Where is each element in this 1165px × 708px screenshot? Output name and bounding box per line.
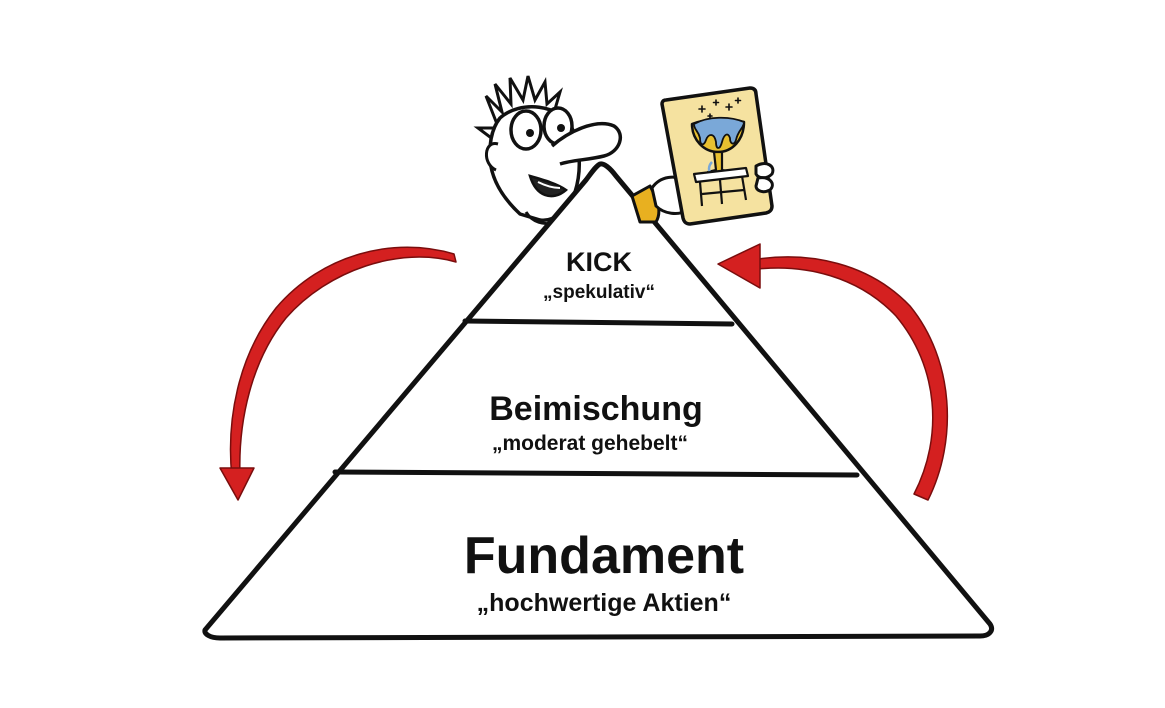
- tier-base-title: Fundament: [464, 527, 744, 585]
- curved-arrow-up-icon: [717, 243, 949, 501]
- tier-top-subtitle: „spekulativ“: [543, 282, 655, 303]
- pyramid: [202, 161, 995, 641]
- hair: [473, 75, 563, 142]
- pyramid-divider-upper: [462, 318, 735, 327]
- chalice-liquid: [693, 116, 745, 149]
- right-arrow-head: [717, 243, 761, 289]
- nose: [550, 121, 623, 166]
- cartoon-man-icon: [473, 75, 623, 226]
- left-arrow-head: [219, 467, 255, 501]
- sparkles: [698, 97, 742, 119]
- holy-grail-card-icon: [660, 86, 774, 226]
- table-top: [692, 166, 750, 184]
- tier-middle-subtitle: „moderat gehebelt“: [492, 432, 688, 455]
- curved-arrow-down-icon: [219, 246, 457, 501]
- table-legs: [698, 175, 748, 207]
- tier-top-title: KICK: [566, 247, 632, 277]
- pyramid-divider-lower: [332, 469, 860, 478]
- pyramid-outline: [202, 161, 995, 641]
- ear: [485, 142, 499, 172]
- tier-base-subtitle: „hochwertige Aktien“: [477, 589, 732, 617]
- tier-middle-title: Beimischung: [489, 390, 702, 428]
- pupils: [526, 124, 565, 137]
- right-hand: [754, 162, 775, 194]
